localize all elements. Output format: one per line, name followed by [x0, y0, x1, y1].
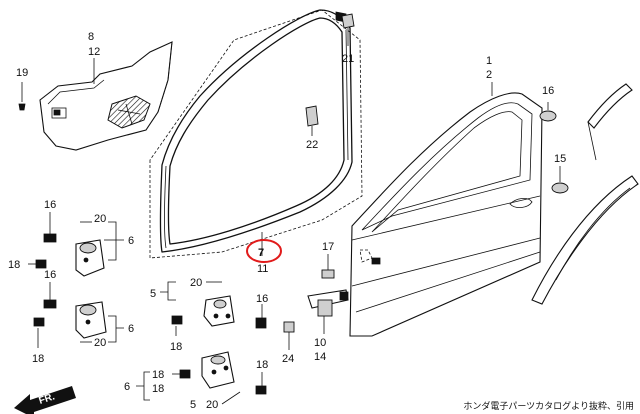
callout-2: 2 — [486, 69, 492, 81]
upper-hinge-part — [75, 239, 116, 277]
callout-20-mid: 20 — [94, 337, 106, 349]
lower-hinge-part — [75, 301, 107, 339]
bolt-18-upper — [28, 259, 47, 269]
callout-1: 1 — [486, 55, 492, 67]
callout-6-lower: 6 — [124, 381, 130, 393]
bolt-24 — [283, 321, 295, 350]
callout-16-upper: 16 — [44, 199, 56, 211]
callout-18-upper: 18 — [8, 259, 20, 271]
highlight-circle — [246, 239, 282, 263]
bolt-16-lower — [43, 282, 57, 309]
callout-24: 24 — [282, 353, 294, 365]
door-checker-part — [307, 289, 349, 334]
door-latch-part — [203, 295, 235, 327]
weatherstrip-part — [149, 9, 363, 259]
front-direction-arrow: FR. — [14, 386, 76, 414]
bracket-6-lower — [136, 371, 150, 401]
callout-18-lock-b: 18 — [152, 383, 164, 395]
clip-15 — [551, 166, 569, 194]
bolt-17 — [321, 254, 335, 279]
door-lock-part — [201, 351, 235, 389]
callout-18-right: 18 — [256, 359, 268, 371]
callout-11: 11 — [257, 263, 268, 275]
callout-6-upper: 6 — [128, 235, 134, 247]
source-credit: ホンダ電子パーツカタログより抜粋、引用 — [463, 402, 634, 412]
callout-20-latch: 20 — [190, 277, 202, 289]
leader-20-lock — [221, 391, 241, 405]
bolt-18-lower — [33, 317, 45, 348]
callout-14: 14 — [314, 351, 326, 363]
callout-22: 22 — [306, 139, 318, 151]
callout-19: 19 — [16, 67, 28, 79]
clip-16-right — [539, 102, 557, 122]
callout-18-lower: 18 — [32, 353, 44, 365]
callout-5-lower: 5 — [190, 399, 196, 411]
callout-17: 17 — [322, 241, 334, 253]
callout-16-lower: 16 — [44, 269, 56, 281]
bracket-6-mid — [108, 315, 124, 343]
callout-20-lock: 20 — [206, 399, 218, 411]
bolt-16-upper — [43, 212, 57, 243]
bolt-16-latch — [255, 304, 267, 329]
door-panel-part — [349, 92, 543, 337]
bolt-18-latch — [171, 315, 183, 336]
clip-19 — [18, 82, 26, 111]
callout-12: 12 — [88, 46, 100, 58]
window-molding-lower — [531, 175, 639, 305]
clip-21 — [341, 13, 355, 46]
callout-18-lock: 18 — [152, 369, 164, 381]
bracket-5-upper — [160, 281, 176, 301]
callout-5-upper: 5 — [150, 288, 156, 300]
callout-16-latch: 16 — [256, 293, 268, 305]
callout-18-latch: 18 — [170, 341, 182, 353]
callout-7: 7 — [258, 247, 264, 259]
bolt-18-right — [255, 372, 267, 395]
bracket-6-upper — [108, 221, 124, 261]
callout-8: 8 — [88, 31, 94, 43]
bolt-18-lock — [172, 369, 191, 379]
window-molding-upper — [587, 83, 633, 161]
front-arrow-label: FR. — [38, 391, 57, 407]
callout-6-mid: 6 — [128, 323, 134, 335]
callout-10: 10 — [314, 337, 326, 349]
callout-20-upper: 20 — [94, 213, 106, 225]
water-shield-part — [39, 41, 173, 151]
callout-15: 15 — [554, 153, 566, 165]
callout-16-right: 16 — [542, 85, 554, 97]
callout-21: 21 — [342, 53, 354, 65]
clip-22 — [305, 105, 319, 136]
